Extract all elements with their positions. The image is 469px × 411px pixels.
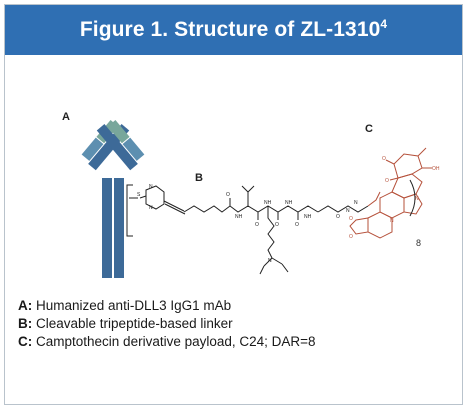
isopropyl-1 <box>241 185 249 206</box>
atom-s: S <box>137 192 141 198</box>
atom-n1: N <box>149 184 153 190</box>
legend-key-c: C: <box>18 334 33 349</box>
fab-arm-right <box>96 120 145 171</box>
payload-atom-o1: O <box>382 156 386 162</box>
legend-text-a: Humanized anti-DLL3 IgG1 mAb <box>36 298 232 313</box>
heavy-chain-stem-right <box>114 178 124 278</box>
light-chain-variable-right <box>107 120 130 144</box>
legend-text-b: Cleavable tripeptide-based linker <box>36 316 233 331</box>
atom-n3: N <box>268 258 272 264</box>
peptide-backbone <box>229 205 319 213</box>
isopropyl-2 <box>247 185 255 193</box>
alkyne-bond-1 <box>163 200 185 212</box>
lysine-side-chain <box>267 206 275 259</box>
atom-labels: S N N O NH O NH O NH O NH N O N N <box>137 184 358 264</box>
light-chain-constant-right <box>122 137 145 161</box>
payload-atom-o4: O <box>349 234 353 240</box>
payload-atom-labels: O O OH N N O O <box>349 156 440 240</box>
figure-title: Figure 1. Structure of ZL-1310 <box>79 18 381 41</box>
atom-o1: O <box>226 192 230 198</box>
atom-o5: O <box>336 214 340 220</box>
bond-s-ring <box>139 195 147 199</box>
atom-n5: N <box>346 208 350 214</box>
diethylamine-2 <box>271 257 283 265</box>
legend: A: Humanized anti-DLL3 IgG1 mAb B: Cleav… <box>18 297 448 351</box>
legend-item-a: A: Humanized anti-DLL3 IgG1 mAb <box>18 297 448 315</box>
payload-atom-n1: N <box>415 196 419 202</box>
diethylamine-1 <box>263 257 273 267</box>
bracket-close <box>409 179 416 217</box>
heavy-chain-arm-right <box>96 124 138 171</box>
peg-chain <box>317 205 369 213</box>
atom-nh2: NH <box>264 200 272 206</box>
payload-atom-o2: O <box>385 178 389 184</box>
payload-linker-bond <box>367 191 381 207</box>
figure-title-superscript: 4 <box>380 17 388 31</box>
figure-frame: Figure 1. Structure of ZL-13104 A B C <box>4 4 463 405</box>
figure-title-banner: Figure 1. Structure of ZL-13104 <box>5 5 462 55</box>
atom-nh4: NH <box>304 214 312 220</box>
atom-n4: N <box>354 200 358 206</box>
dioxole-ring <box>349 217 369 235</box>
ethyl-1 <box>259 265 265 275</box>
label-b: B <box>195 172 203 184</box>
bracket-open <box>126 184 133 237</box>
ethyl-2 <box>281 263 289 273</box>
antibody-igg1 <box>81 120 145 278</box>
atom-nh3: NH <box>285 200 293 206</box>
light-chain-constant-left <box>81 137 104 161</box>
legend-key-b: B: <box>18 316 33 331</box>
atom-n2: N <box>149 205 153 211</box>
atom-nh1: NH <box>235 214 243 220</box>
linker-structure <box>126 184 369 275</box>
ring-d <box>391 173 423 199</box>
zl1310-structure-diagram: S N N O NH O NH O NH O NH N O N N O O OH… <box>81 120 440 278</box>
atom-o3: O <box>275 222 279 228</box>
payload-atom-n2: N <box>390 218 394 224</box>
ethyl-group <box>417 147 427 157</box>
pyridone-carbonyl <box>389 177 399 181</box>
label-a: A <box>62 111 70 123</box>
payload-atom-o3: O <box>349 216 353 222</box>
legend-item-b: B: Cleavable tripeptide-based linker <box>18 315 448 333</box>
legend-key-a: A: <box>18 298 33 313</box>
atom-o4: O <box>295 222 299 228</box>
payload-camptothecin <box>349 147 432 239</box>
heavy-chain-stem-left <box>102 178 112 278</box>
dar-subscript: 8 <box>416 238 422 248</box>
legend-text-c: Camptothecin derivative payload, C24; DA… <box>36 334 316 349</box>
alkyne-bond-2 <box>164 203 186 215</box>
lactone-carbonyl <box>385 159 395 165</box>
legend-item-c: C: Camptothecin derivative payload, C24;… <box>18 333 448 351</box>
pyrimidine-ring <box>145 185 165 210</box>
label-c: C <box>365 123 373 135</box>
atom-o2: O <box>255 222 259 228</box>
alkyl-chain-1 <box>183 205 231 213</box>
payload-atom-oh: OH <box>432 166 440 172</box>
ring-e <box>393 153 423 179</box>
